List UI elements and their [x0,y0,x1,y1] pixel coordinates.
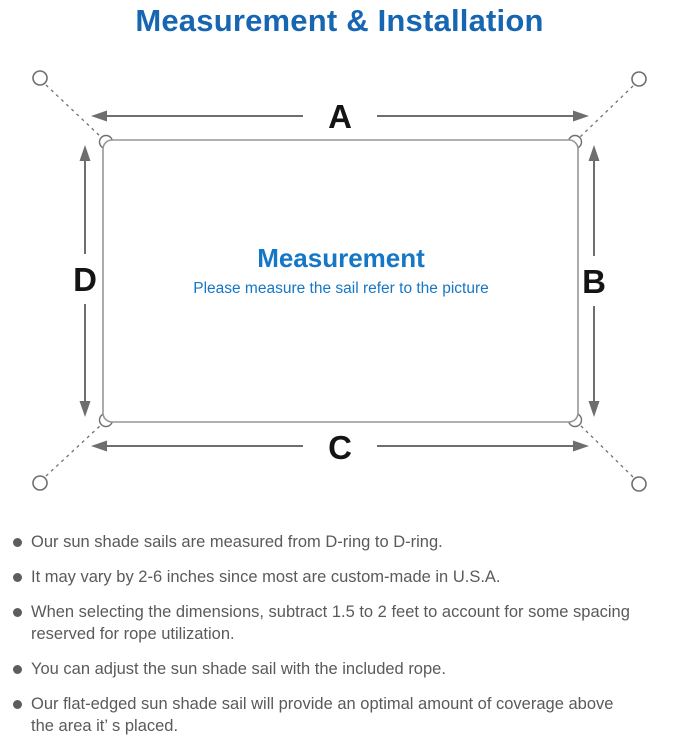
rope-dashed-bottom-right [579,424,634,478]
arrowhead-down-icon [79,401,91,417]
note-text: Our sun shade sails are measured from D-… [31,531,443,553]
bullet-icon [13,665,22,674]
note-line: the area it’ s placed. [31,717,179,735]
dimension-label-right: B [582,263,606,300]
sail-rectangle [102,139,579,423]
anchor-point-bottom-right-icon [631,476,647,492]
rope-dashed-top-left [45,84,102,138]
note-line: Our sun shade sails are measured from D-… [31,533,443,551]
measurement-diagram: A C D B Measurement Please measure the s… [32,70,647,492]
dimension-label-top: A [328,98,352,135]
arrowhead-right-icon [573,110,589,122]
anchor-point-bottom-left-icon [32,475,48,491]
list-item: Our sun shade sails are measured from D-… [13,531,675,553]
rope-dashed-top-right [579,85,634,138]
note-line: It may vary by 2-6 inches since most are… [31,568,501,586]
bullet-icon [13,700,22,709]
bullet-icon [13,608,22,617]
note-line: When selecting the dimensions, subtract … [31,603,630,621]
list-item: When selecting the dimensions, subtract … [13,601,675,645]
anchor-point-top-left-icon [32,70,48,86]
note-text: It may vary by 2-6 inches since most are… [31,566,501,588]
center-subtitle: Please measure the sail refer to the pic… [193,280,489,297]
notes-list: Our sun shade sails are measured from D-… [13,531,675,750]
arrowhead-right-icon [573,440,589,452]
note-text: Our flat-edged sun shade sail will provi… [31,693,613,737]
anchor-point-top-right-icon [631,71,647,87]
list-item: You can adjust the sun shade sail with t… [13,658,675,680]
note-text: When selecting the dimensions, subtract … [31,601,630,645]
note-text: You can adjust the sun shade sail with t… [31,658,446,680]
note-line: reserved for rope utilization. [31,625,235,643]
page-title: Measurement & Installation [135,3,544,38]
dimension-arrow-bottom: C [91,429,589,466]
bullet-icon [13,573,22,582]
arrowhead-up-icon [79,145,91,161]
dimension-label-bottom: C [328,429,352,466]
arrowhead-left-icon [91,110,107,122]
bullet-icon [13,538,22,547]
dimension-arrow-top: A [91,98,589,135]
dimension-label-left: D [73,261,97,298]
arrowhead-down-icon [588,401,600,417]
dimension-arrow-right: B [582,145,606,417]
arrowhead-left-icon [91,440,107,452]
list-item: It may vary by 2-6 inches since most are… [13,566,675,588]
arrowhead-up-icon [588,145,600,161]
rope-dashed-bottom-left [45,424,102,477]
note-line: You can adjust the sun shade sail with t… [31,660,446,678]
center-heading: Measurement [257,243,425,273]
note-line: Our flat-edged sun shade sail will provi… [31,695,614,713]
dimension-arrow-left: D [73,145,97,417]
list-item: Our flat-edged sun shade sail will provi… [13,693,675,737]
